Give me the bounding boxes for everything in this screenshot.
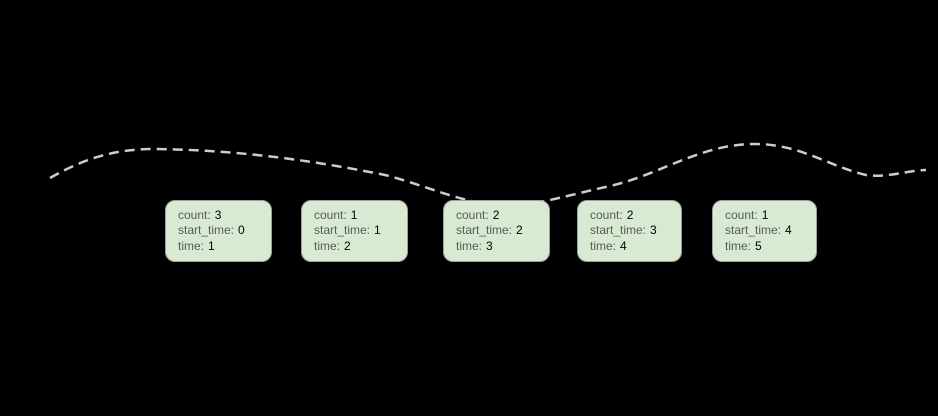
window-box-2: count:1 start_time:1 time:2 (301, 200, 408, 262)
start-time-line: start_time:1 (314, 223, 401, 239)
count-value: 3 (214, 207, 222, 222)
count-value: 1 (761, 207, 769, 222)
time-label: time: (178, 238, 205, 253)
count-line: count:3 (178, 208, 265, 224)
time-line: time:2 (314, 239, 401, 255)
count-label: count: (178, 207, 211, 222)
time-value: 2 (344, 238, 351, 253)
count-value: 2 (626, 207, 634, 222)
time-value: 3 (486, 238, 493, 253)
count-label: count: (314, 207, 347, 222)
count-label: count: (725, 207, 758, 222)
start-time-value: 2 (516, 223, 523, 238)
time-value: 4 (620, 238, 627, 253)
dashed-rate-curve (49, 142, 927, 207)
start-time-value: 1 (374, 223, 381, 238)
start-time-label: start_time: (456, 223, 513, 238)
start-time-label: start_time: (590, 223, 647, 238)
time-label: time: (725, 238, 752, 253)
window-box-3: count:2 start_time:2 time:3 (443, 200, 550, 262)
count-line: count:2 (456, 208, 543, 224)
start-time-line: start_time:2 (456, 223, 543, 239)
time-label: time: (314, 238, 341, 253)
start-time-label: start_time: (725, 223, 782, 238)
time-line: time:4 (590, 239, 675, 255)
count-line: count:1 (314, 208, 401, 224)
window-box-1: count:3 start_time:0 time:1 (165, 200, 272, 262)
time-value: 5 (755, 238, 762, 253)
time-line: time:1 (178, 239, 265, 255)
start-time-line: start_time:0 (178, 223, 265, 239)
start-time-value: 4 (785, 223, 792, 238)
count-label: count: (590, 207, 623, 222)
window-box-4: count:2 start_time:3 time:4 (577, 200, 682, 262)
start-time-label: start_time: (314, 223, 371, 238)
start-time-value: 3 (650, 223, 657, 238)
count-line: count:1 (725, 208, 810, 224)
count-label: count: (456, 207, 489, 222)
start-time-label: start_time: (178, 223, 235, 238)
start-time-value: 0 (238, 223, 245, 238)
time-value: 1 (208, 238, 215, 253)
time-label: time: (456, 238, 483, 253)
count-value: 1 (350, 207, 358, 222)
time-line: time:5 (725, 239, 810, 255)
time-line: time:3 (456, 239, 543, 255)
start-time-line: start_time:4 (725, 223, 810, 239)
count-line: count:2 (590, 208, 675, 224)
window-box-5: count:1 start_time:4 time:5 (712, 200, 817, 262)
start-time-line: start_time:3 (590, 223, 675, 239)
count-value: 2 (492, 207, 500, 222)
time-label: time: (590, 238, 617, 253)
